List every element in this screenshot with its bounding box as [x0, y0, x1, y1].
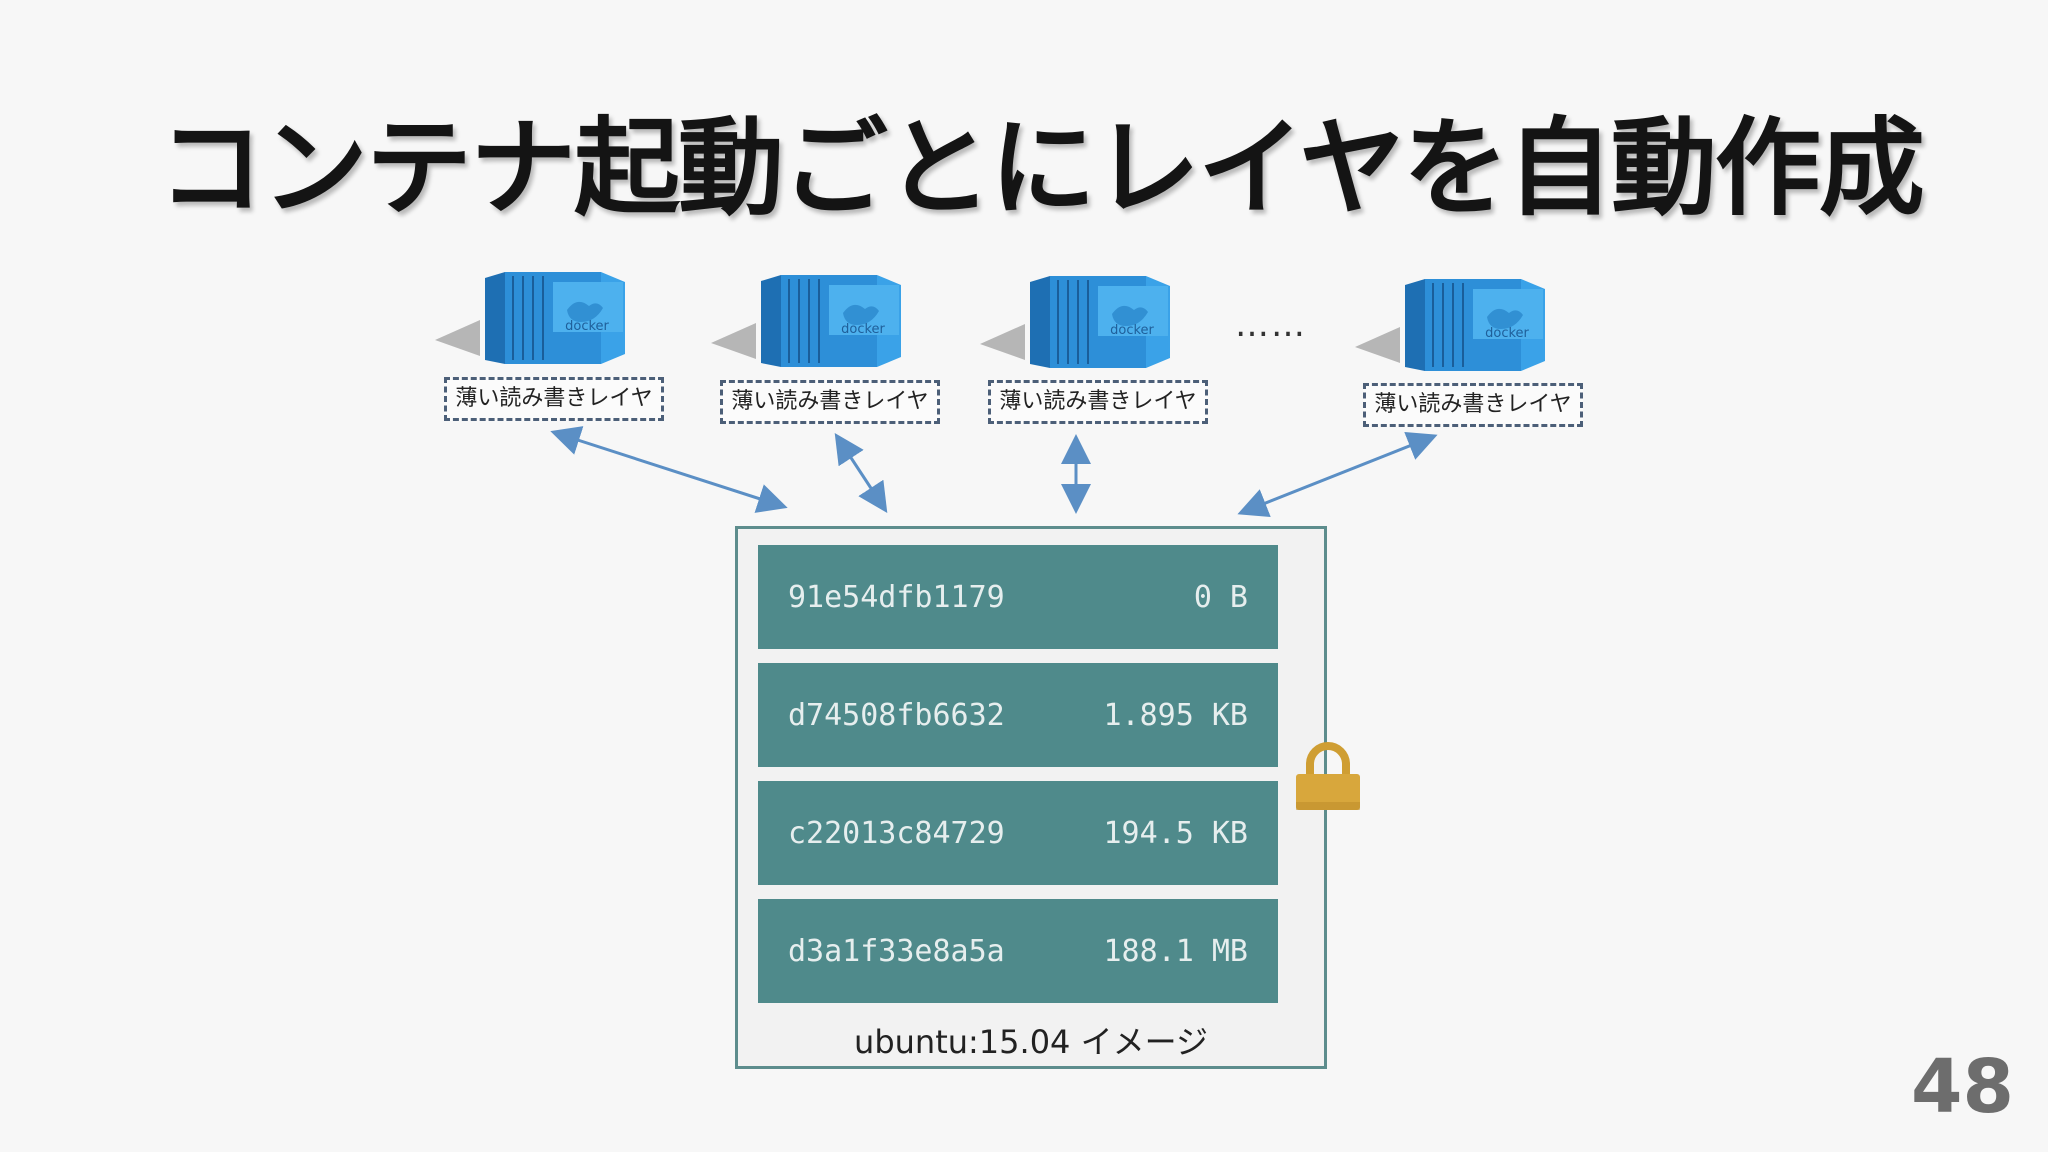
image-box: 91e54dfb1179 0 B d74508fb6632 1.895 KB c… — [735, 526, 1327, 1069]
docker-logo-text: docker — [841, 322, 885, 337]
image-layer: 91e54dfb1179 0 B — [758, 545, 1278, 649]
layer-id: d3a1f33e8a5a — [788, 933, 1005, 969]
rw-layer-3: 薄い読み書きレイヤ — [988, 380, 1208, 424]
layer-id: c22013c84729 — [788, 815, 1005, 851]
docker-container-icon-4: docker — [1355, 279, 1545, 371]
arrow-1 — [550, 426, 788, 513]
docker-container-icon-1: docker — [435, 272, 625, 364]
layer-size: 188.1 MB — [1103, 933, 1249, 969]
image-label: ubuntu:15.04 イメージ — [854, 1023, 1208, 1061]
layer-size: 1.895 KB — [1103, 697, 1249, 733]
layer-id: d74508fb6632 — [788, 697, 1005, 733]
page-number: 48 — [1911, 1044, 2014, 1130]
rw-layer-4: 薄い読み書きレイヤ — [1363, 383, 1583, 427]
arrow-4 — [1237, 431, 1438, 518]
rw-layer-2: 薄い読み書きレイヤ — [720, 380, 940, 424]
docker-logo-text: docker — [1485, 326, 1529, 341]
padlock-icon — [1296, 742, 1360, 810]
layer-id: 91e54dfb1179 — [788, 579, 1005, 615]
slide-title: コンテナ起動ごとにレイヤを自動作成 — [158, 107, 1925, 230]
image-layer: c22013c84729 194.5 KB — [758, 781, 1278, 885]
docker-container-icon-2: docker — [711, 275, 901, 367]
arrow-2 — [834, 432, 888, 514]
docker-container-icon-3: docker — [980, 276, 1170, 368]
rw-layer-1: 薄い読み書きレイヤ — [444, 377, 664, 421]
docker-logo-text: docker — [565, 319, 609, 334]
image-layer: d74508fb6632 1.895 KB — [758, 663, 1278, 767]
docker-logo-text: docker — [1110, 323, 1154, 338]
layer-size: 194.5 KB — [1103, 815, 1249, 851]
image-layer: d3a1f33e8a5a 188.1 MB — [758, 899, 1278, 1003]
layer-size: 0 B — [1193, 579, 1248, 615]
ellipsis: …… — [1235, 305, 1307, 345]
